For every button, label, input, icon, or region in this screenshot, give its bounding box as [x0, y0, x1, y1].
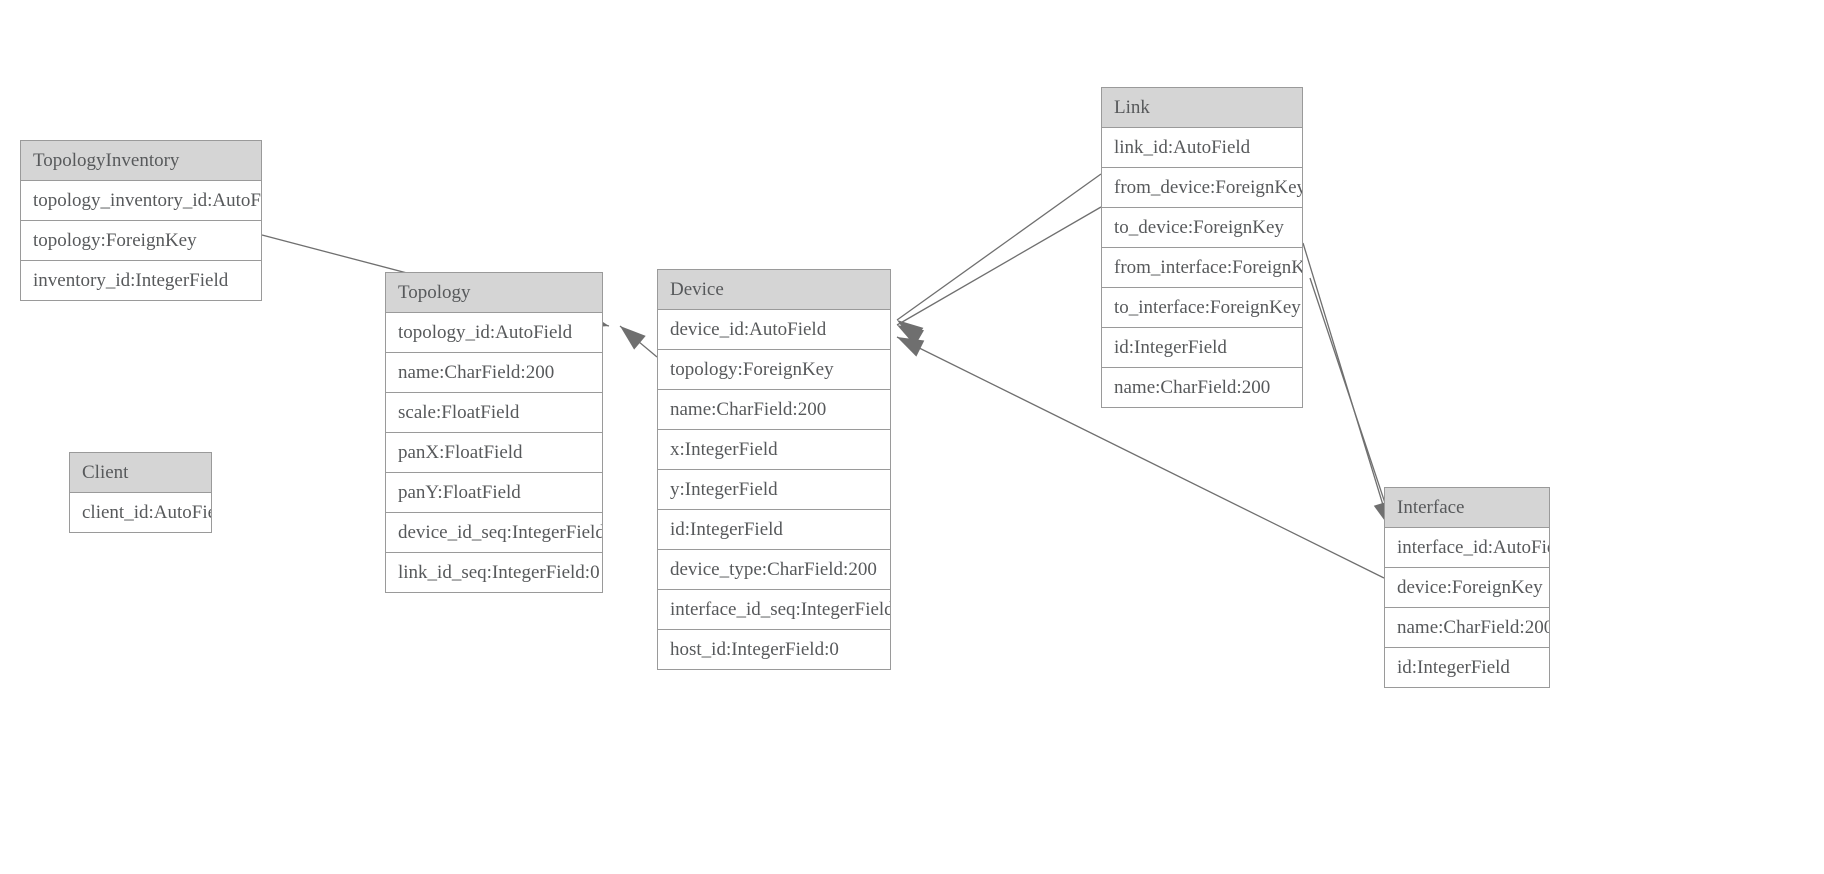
relationship-line-link-to-interface	[1309, 277, 1395, 531]
entity-field: name:CharField:200	[1385, 608, 1549, 648]
entity-field: topology_inventory_id:AutoField	[21, 181, 261, 221]
entity-field: from_device:ForeignKey	[1102, 168, 1302, 208]
entity-field: interface_id:AutoField	[1385, 528, 1549, 568]
entity-field: device_id_seq:IntegerField:0	[386, 513, 602, 553]
entity-field: from_interface:ForeignKey	[1102, 248, 1302, 288]
entity-field: id:IntegerField	[1385, 648, 1549, 688]
entity-title: Client	[70, 453, 211, 493]
entity-field: host_id:IntegerField:0	[658, 630, 890, 670]
relationship-arrowhead-device-topology	[620, 326, 646, 350]
entity-field: scale:FloatField	[386, 393, 602, 433]
entity-field: id:IntegerField	[658, 510, 890, 550]
entity-field: x:IntegerField	[658, 430, 890, 470]
entity-title: Link	[1102, 88, 1302, 128]
relationship-arrowhead-interface-device	[897, 337, 925, 357]
entity-field: y:IntegerField	[658, 470, 890, 510]
entity-field: panX:FloatField	[386, 433, 602, 473]
entity-field: name:CharField:200	[1102, 368, 1302, 408]
entity-field: device_type:CharField:200	[658, 550, 890, 590]
entity-field: id:IntegerField	[1102, 328, 1302, 368]
entity-field: client_id:AutoField	[70, 493, 211, 533]
entity-field: name:CharField:200	[386, 353, 602, 393]
entity-interface[interactable]: Interfaceinterface_id:AutoFielddevice:Fo…	[1384, 487, 1550, 688]
entity-field: to_interface:ForeignKey	[1102, 288, 1302, 328]
entity-title: TopologyInventory	[21, 141, 261, 181]
entity-field: interface_id_seq:IntegerField:0	[658, 590, 890, 630]
entity-field: panY:FloatField	[386, 473, 602, 513]
relationship-line-link-from-device	[896, 173, 1102, 321]
entity-title: Topology	[386, 273, 602, 313]
entity-field: inventory_id:IntegerField	[21, 261, 261, 301]
entity-field: topology:ForeignKey	[21, 221, 261, 261]
entity-field: device:ForeignKey	[1385, 568, 1549, 608]
entity-field: to_device:ForeignKey	[1102, 208, 1302, 248]
entity-field: topology:ForeignKey	[658, 350, 890, 390]
entity-field: link_id_seq:IntegerField:0	[386, 553, 602, 593]
relationship-line-link-to-device	[896, 206, 1102, 326]
entity-field: topology_id:AutoField	[386, 313, 602, 353]
relationship-arrowhead-link-to-device	[897, 325, 925, 346]
entity-title: Interface	[1385, 488, 1549, 528]
relationship-line-link-from-interface	[1302, 242, 1391, 529]
entity-field: device_id:AutoField	[658, 310, 890, 350]
entity-field: link_id:AutoField	[1102, 128, 1302, 168]
relationship-line-device-topology	[619, 325, 658, 358]
entity-title: Device	[658, 270, 890, 310]
relationship-arrowhead-link-from-device	[897, 320, 924, 343]
entity-field: name:CharField:200	[658, 390, 890, 430]
